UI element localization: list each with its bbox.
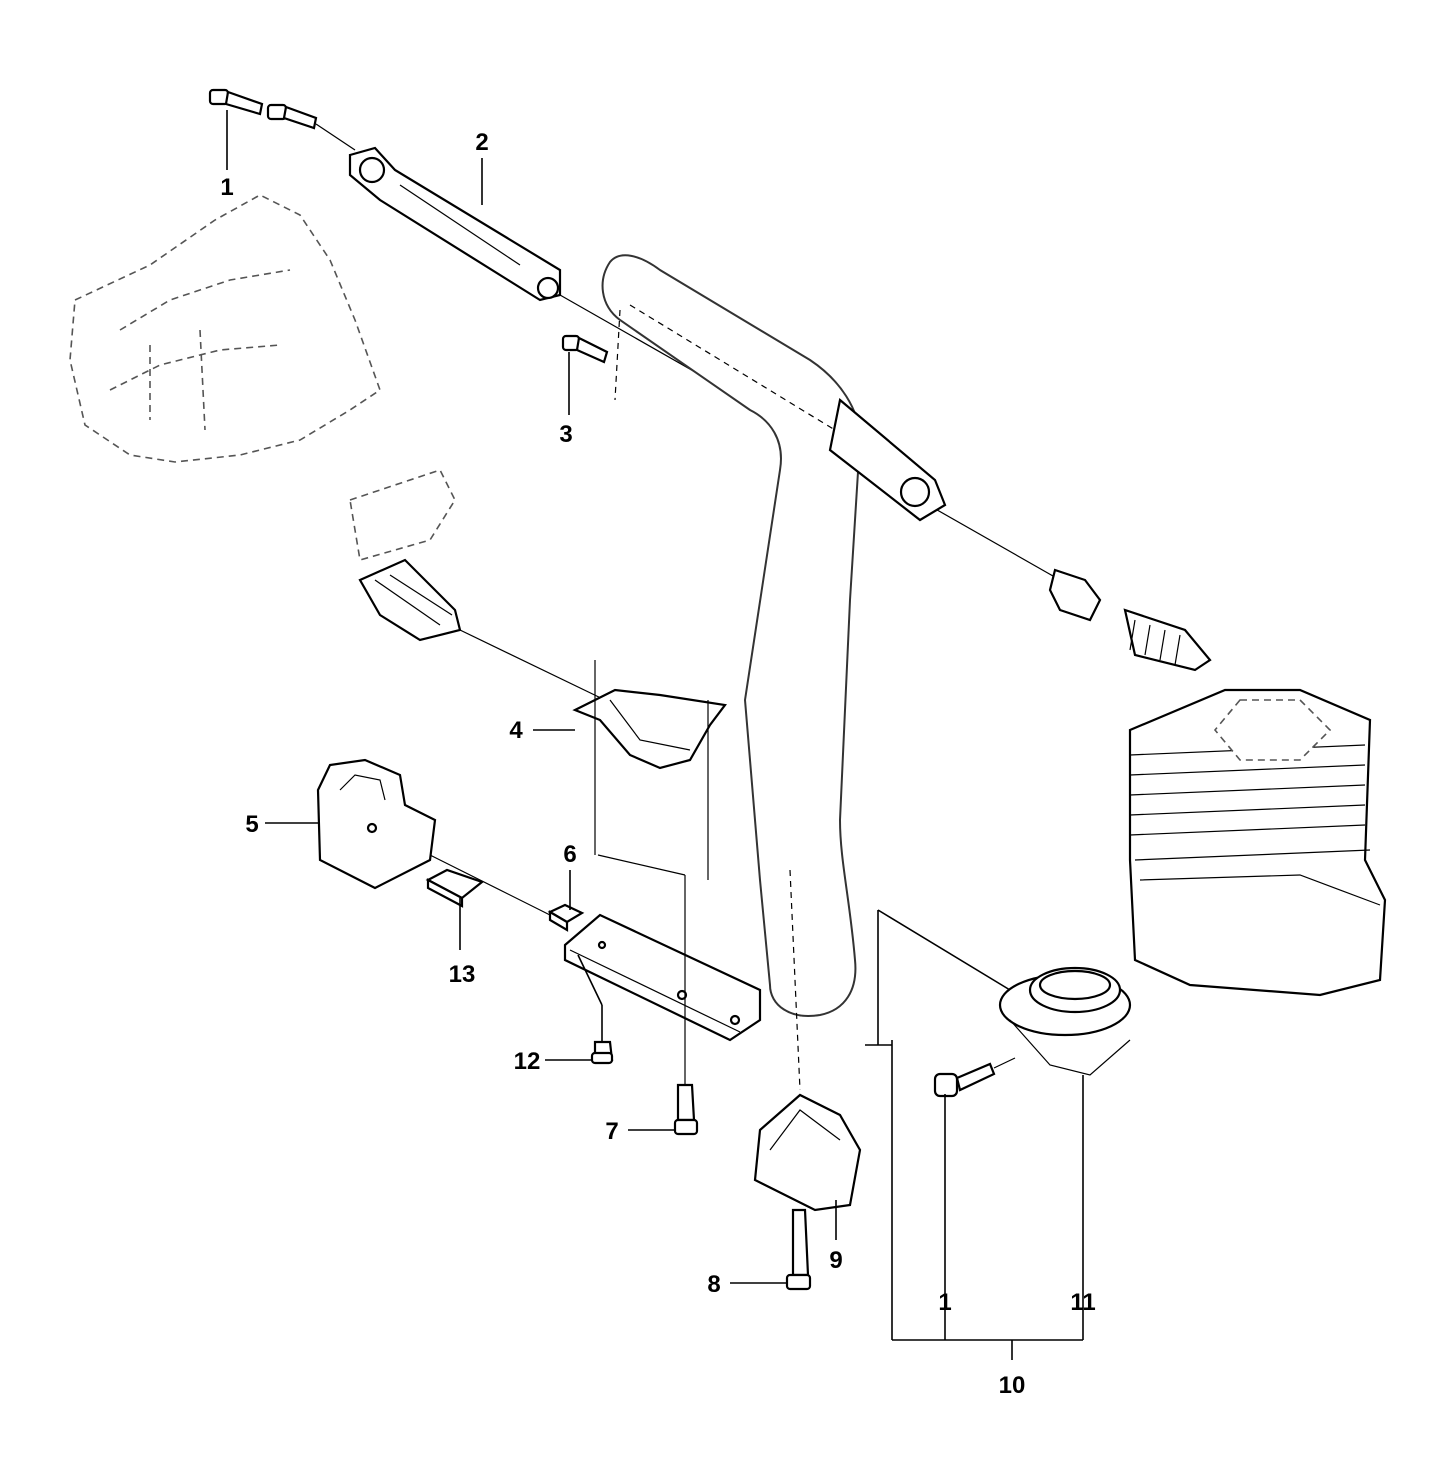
callout-3: 3: [559, 421, 572, 448]
bolt-top-left: [208, 88, 264, 116]
callout-8: 8: [707, 1271, 720, 1298]
front-handle-tube: [601, 254, 862, 1091]
callout-12: 12: [514, 1048, 541, 1075]
callout-6: 6: [563, 841, 576, 868]
reference-housing-ghost: [69, 194, 381, 463]
screw-7: [673, 1083, 699, 1136]
callout-11: 11: [1070, 1289, 1095, 1316]
callout-9: 9: [829, 1247, 842, 1274]
bracket-part-5: [316, 758, 437, 890]
handle-end-part: [828, 397, 947, 522]
callout-1-top: 1: [220, 174, 233, 201]
callout-13: 13: [449, 961, 476, 988]
cover-part-4: [572, 688, 727, 770]
cup-part-11: [998, 966, 1132, 1076]
callout-5: 5: [245, 811, 258, 838]
callout-2: 2: [475, 129, 488, 156]
engine-cylinder-ghost: [1128, 688, 1387, 997]
nut-part-6: [547, 903, 585, 932]
pad-part-13: [425, 868, 485, 908]
cap-part-9: [753, 1093, 862, 1212]
bolt-top-right: [266, 103, 318, 130]
callout-10: 10: [999, 1372, 1026, 1399]
throttle-lever-part: [348, 146, 562, 302]
rail-part: [563, 913, 762, 1042]
callout-7: 7: [605, 1118, 618, 1145]
screw-1-bottom: [933, 1062, 996, 1098]
bracket-left: [349, 469, 462, 642]
screw-12: [590, 1040, 614, 1065]
callout-4: 4: [509, 717, 523, 744]
screw-8: [785, 1208, 812, 1291]
screw-3: [561, 334, 609, 364]
callout-1-bottom: 1: [938, 1289, 951, 1316]
spring-damper-right: [1048, 568, 1212, 672]
